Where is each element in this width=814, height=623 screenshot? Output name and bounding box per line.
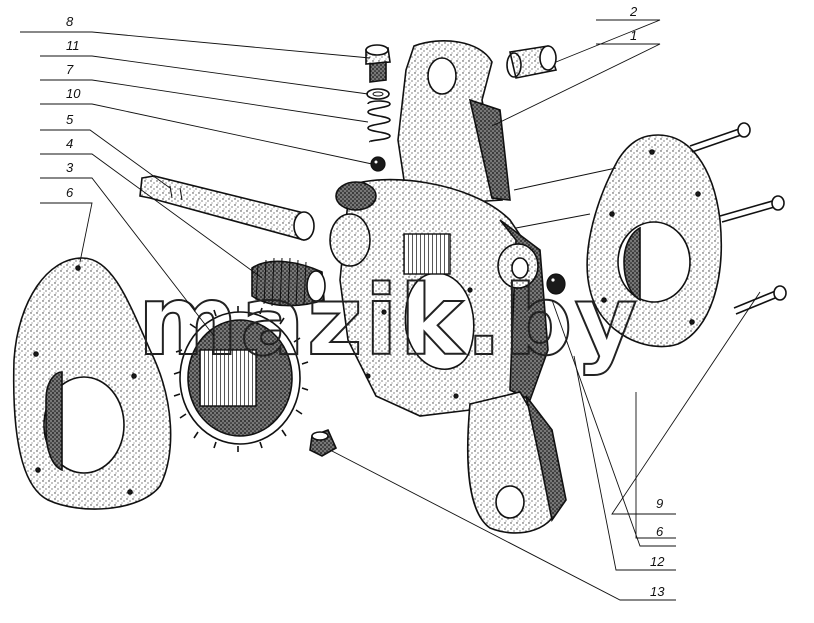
callout-11: 11 bbox=[66, 38, 80, 53]
callout-12: 12 bbox=[650, 554, 665, 569]
leader-lines bbox=[20, 19, 761, 601]
adjuster-lever-housing bbox=[329, 40, 567, 534]
callout-labels: 8 11 7 10 5 4 3 6 2 1 9 6 12 13 bbox=[66, 4, 665, 599]
callout-13: 13 bbox=[650, 584, 665, 599]
callout-6-left: 6 bbox=[66, 185, 74, 200]
callout-10: 10 bbox=[66, 86, 81, 101]
spring bbox=[367, 100, 391, 143]
bushing bbox=[506, 45, 558, 79]
callout-5: 5 bbox=[66, 112, 74, 127]
callout-6-right: 6 bbox=[656, 524, 664, 539]
bolt bbox=[365, 44, 391, 83]
right-cover-plate bbox=[586, 134, 723, 348]
watermark: mazik.by bbox=[138, 265, 639, 377]
washer bbox=[366, 88, 390, 100]
worm-wheel bbox=[173, 306, 309, 452]
callout-4: 4 bbox=[66, 136, 73, 151]
callout-8: 8 bbox=[66, 14, 74, 29]
callout-1: 1 bbox=[630, 28, 637, 43]
callout-3: 3 bbox=[66, 160, 74, 175]
callout-7: 7 bbox=[66, 62, 74, 77]
worm bbox=[251, 257, 326, 307]
callout-2: 2 bbox=[629, 4, 638, 19]
rivets bbox=[689, 122, 787, 315]
worm-shaft bbox=[139, 175, 315, 241]
callout-9: 9 bbox=[656, 496, 663, 511]
grease-fitting bbox=[309, 428, 338, 457]
ball-plug bbox=[546, 273, 566, 295]
ball bbox=[370, 156, 386, 172]
left-cover-plate bbox=[12, 257, 172, 510]
